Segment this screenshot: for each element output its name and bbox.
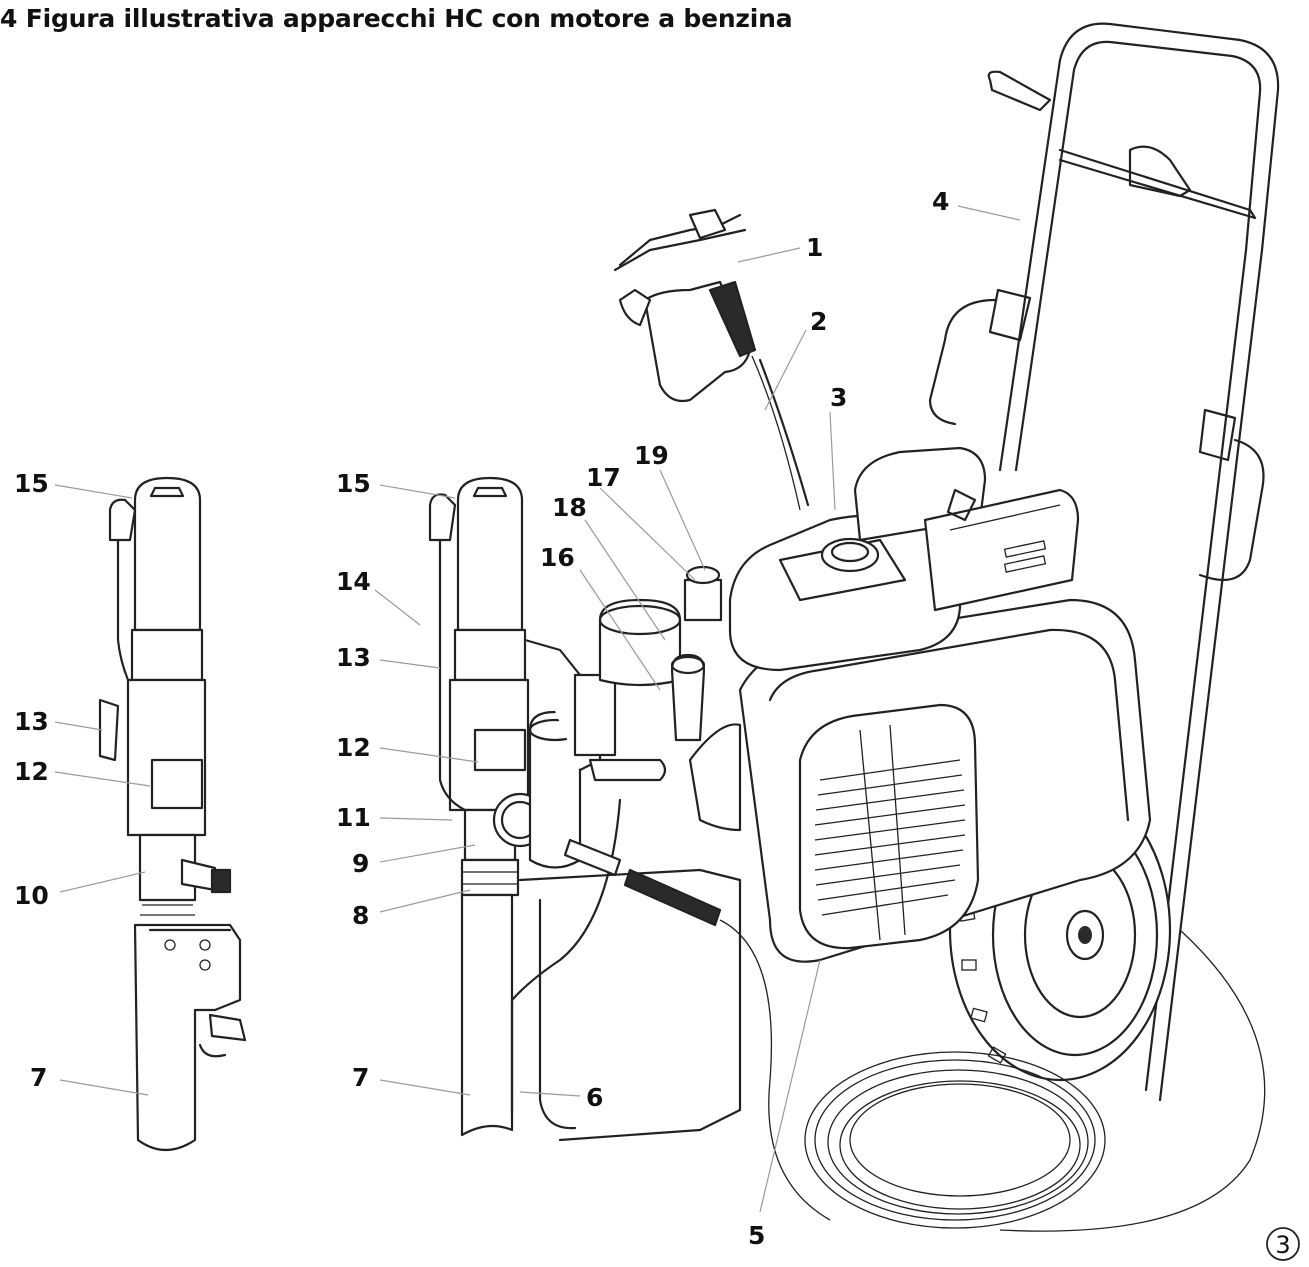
pump-assembly — [428, 476, 742, 1142]
callout-17: 17 — [586, 463, 621, 492]
callout-12-left: 12 — [14, 757, 49, 786]
callout-19: 19 — [634, 441, 669, 470]
callout-6: 6 — [586, 1083, 603, 1112]
figure-number-badge: 3 — [1266, 1227, 1300, 1261]
callout-13-left: 13 — [14, 707, 49, 736]
high-pressure-hose-coil — [719, 919, 1266, 1232]
callout-15-right: 15 — [336, 469, 371, 498]
callout-10: 10 — [14, 881, 49, 910]
callout-2: 2 — [810, 307, 827, 336]
callout-5: 5 — [748, 1221, 765, 1250]
callout-13-right: 13 — [336, 643, 371, 672]
callout-9: 9 — [352, 849, 369, 878]
callout-4: 4 — [932, 187, 949, 216]
callout-labels: 1 2 3 4 5 6 7 7 8 9 10 11 12 12 13 13 14… — [14, 187, 949, 1250]
figure-number: 3 — [1275, 1231, 1290, 1259]
callout-7-right: 7 — [352, 1063, 369, 1092]
callout-8: 8 — [352, 901, 369, 930]
callout-3: 3 — [830, 383, 847, 412]
leader-lines — [54, 205, 1021, 1213]
spray-gun — [613, 208, 810, 511]
callout-18: 18 — [552, 493, 587, 522]
standalone-pump — [98, 476, 247, 1151]
callout-7-left: 7 — [30, 1063, 47, 1092]
callout-11: 11 — [336, 803, 371, 832]
trolley-frame — [928, 22, 1280, 1102]
figure-title: 4 Figura illustrativa apparecchi HC con … — [0, 4, 793, 33]
callout-15-left: 15 — [14, 469, 49, 498]
callout-16: 16 — [540, 543, 575, 572]
callout-14: 14 — [336, 567, 371, 596]
callout-12-right: 12 — [336, 733, 371, 762]
callout-1: 1 — [806, 233, 823, 262]
engine-housing — [728, 446, 1152, 963]
